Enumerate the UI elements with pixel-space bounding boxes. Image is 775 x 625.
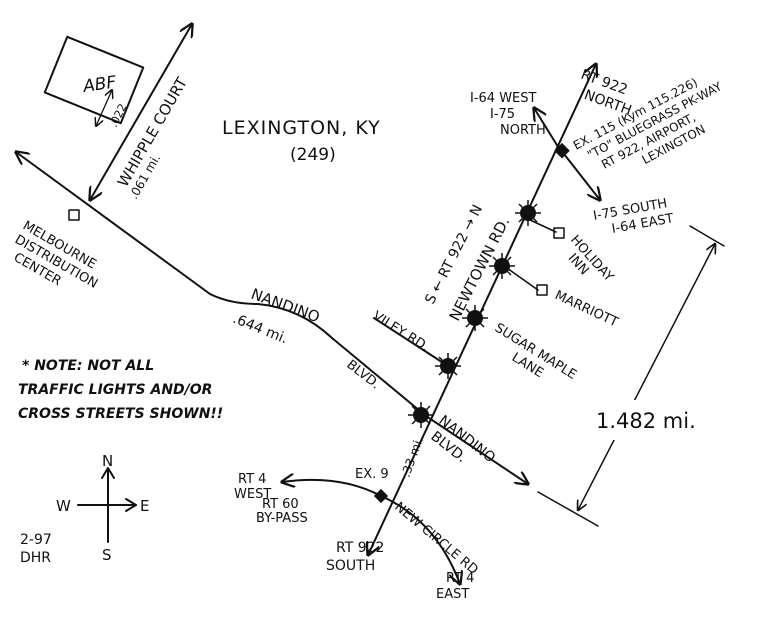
rt4-west-label: RT 4 WEST RT 60 BY-PASS bbox=[234, 472, 308, 526]
compass-west: W bbox=[56, 497, 71, 515]
i64-west-label: I-64 WEST I-75 NORTH bbox=[470, 91, 546, 138]
marriott-marker bbox=[536, 284, 548, 296]
i64-west-ramp bbox=[534, 108, 561, 151]
exit9-label: EX. 9 bbox=[355, 467, 389, 482]
holiday-inn-access bbox=[529, 219, 557, 233]
total-dimension-bottom-tick bbox=[537, 491, 599, 527]
marriott-access bbox=[503, 265, 539, 291]
compass-rose bbox=[77, 467, 137, 543]
total-distance: 1.482 mi. bbox=[596, 409, 696, 433]
marriott-label: MARRIOTT bbox=[552, 288, 620, 330]
traffic-light-nandino bbox=[408, 402, 434, 428]
compass-east: E bbox=[140, 497, 149, 515]
traffic-light-marriott bbox=[489, 253, 515, 279]
sugar-maple-label: SUGAR MAPLE LANE bbox=[483, 321, 582, 399]
map-subtitle: (249) bbox=[290, 145, 336, 165]
abf-label: ABF bbox=[81, 73, 118, 98]
i75-south-label: I-75 SOUTH I-64 EAST bbox=[592, 195, 675, 239]
rt922-south-label: RT 922 SOUTH bbox=[326, 540, 389, 574]
total-dimension-top-tick bbox=[689, 225, 725, 247]
traffic-lights bbox=[408, 200, 541, 428]
compass-north: N bbox=[102, 452, 113, 470]
total-dimension-gap bbox=[586, 400, 710, 440]
traffic-light-viley bbox=[435, 353, 461, 379]
melbourne-marker bbox=[68, 209, 80, 221]
holiday-inn-label: HOLIDAY INN bbox=[557, 233, 619, 298]
i75-south-ramp bbox=[563, 153, 600, 200]
rt922-road bbox=[368, 64, 596, 555]
total-dimension-line bbox=[578, 244, 715, 510]
traffic-light-sugar-maple bbox=[462, 305, 488, 331]
nandino-blvd-road bbox=[16, 152, 528, 484]
traffic-light-holiday-inn bbox=[515, 200, 541, 226]
rt4-east-label: RT 4 EAST bbox=[436, 571, 479, 602]
viley-rd-road bbox=[373, 317, 449, 367]
viley-rd-label: VILEY RD. bbox=[370, 309, 432, 355]
compass-south: S bbox=[102, 546, 112, 564]
holiday-inn-marker bbox=[553, 227, 565, 239]
map-note: * NOTE: NOT ALL TRAFFIC LIGHTS AND/OR CR… bbox=[18, 358, 223, 422]
melbourne-label: MELBOURNE DISTRIBUTION CENTER bbox=[4, 218, 112, 307]
new-circle-road bbox=[380, 495, 460, 584]
map-footer: 2-97 DHR bbox=[20, 532, 56, 566]
map-title: LEXINGTON, KY bbox=[222, 117, 381, 139]
rt4-west-road bbox=[282, 480, 382, 497]
abf-offset-label: .022 bbox=[107, 102, 129, 130]
nandino-distance: .644 mi. bbox=[231, 311, 290, 347]
new-circle-label: NEW CIRCLE RD bbox=[391, 500, 480, 578]
newtown-segment-distance: .33 mi. bbox=[399, 435, 426, 479]
